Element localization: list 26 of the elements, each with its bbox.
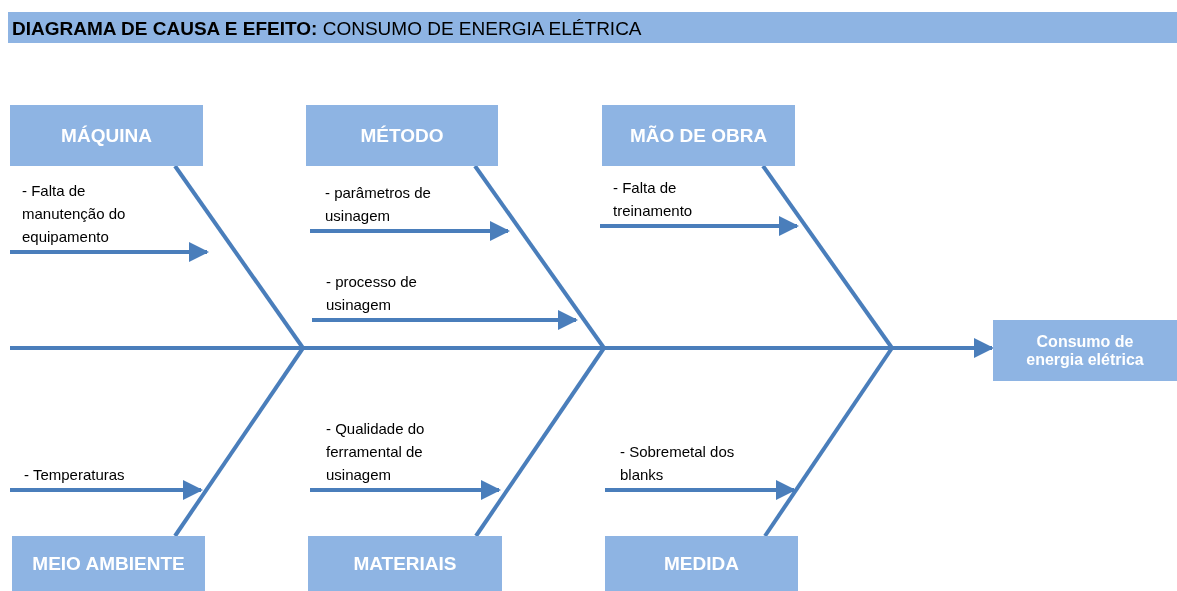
- title-band: DIAGRAMA DE CAUSA E EFEITO: CONSUMO DE ENERGIA ELÉTRICA: [8, 12, 1177, 43]
- arrow: [600, 216, 799, 236]
- arrow: [10, 480, 203, 500]
- spine-arrow: [10, 338, 994, 358]
- category-box: MATERIAIS: [308, 536, 502, 591]
- bone-line: [474, 346, 606, 538]
- arrow: [605, 480, 796, 500]
- cause-text: - processo de usinagem: [312, 251, 472, 318]
- category-box: MÁQUINA: [10, 105, 203, 166]
- category-box: MEDIDA: [605, 536, 798, 591]
- bone-line: [763, 346, 894, 538]
- effect-box: Consumo de energia elétrica: [993, 320, 1177, 381]
- category-box: MEIO AMBIENTE: [12, 536, 205, 591]
- arrow: [10, 242, 209, 262]
- cause-text: - Qualidade do ferramental de usinagem: [310, 418, 470, 488]
- bone-line: [173, 346, 305, 538]
- cause-text: - Falta de treinamento: [600, 176, 720, 224]
- category-box: MÉTODO: [306, 105, 498, 166]
- arrow: [312, 310, 578, 330]
- category-box: MÃO DE OBRA: [602, 105, 795, 166]
- cause-text: - Falta de manutenção do equipamento: [10, 166, 160, 250]
- cause-text: - parâmetros de usinagem: [310, 176, 470, 229]
- cause-text: - Sobremetal dos blanks: [605, 424, 765, 488]
- arrow: [310, 221, 510, 241]
- cause-text: - Temperaturas: [10, 440, 160, 488]
- arrow: [310, 480, 501, 500]
